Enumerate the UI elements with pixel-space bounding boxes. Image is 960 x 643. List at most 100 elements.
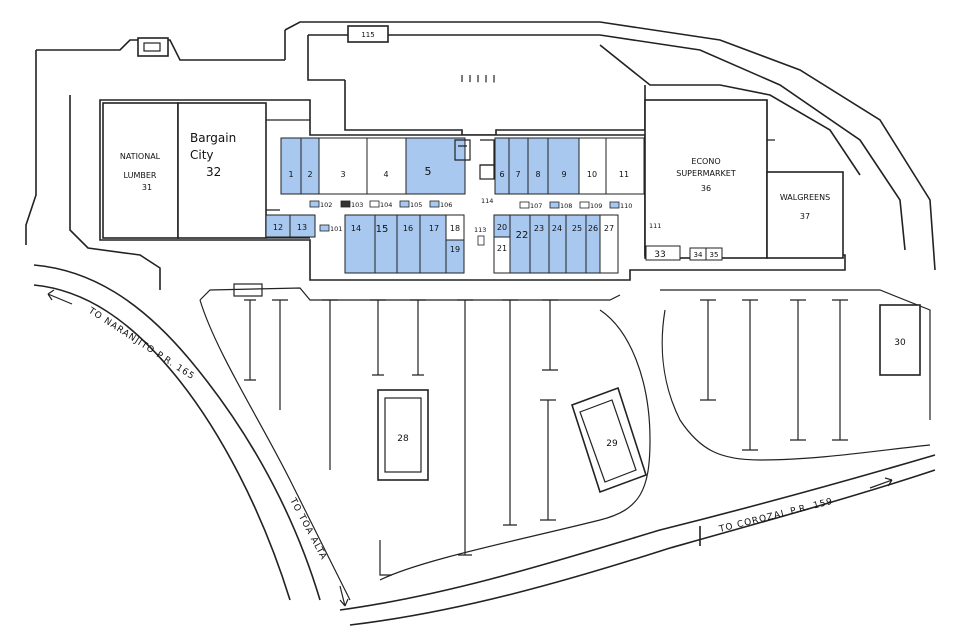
anchor-bargain-city[interactable]: [177, 102, 267, 239]
kiosk-109[interactable]: [579, 201, 590, 209]
parking-dividers: [244, 299, 848, 576]
arrow-toa-alta-icon: [339, 585, 349, 607]
walgreens-label: WALGREENS: [780, 193, 830, 202]
pad-28-label: 28: [397, 434, 409, 444]
store-unit-1[interactable]: [280, 137, 302, 195]
road-labels: TO NARANJITO P.R. 165 TO TOA ALTA TO COR…: [47, 289, 893, 607]
national-lumber-label-1: NATIONAL: [120, 152, 161, 161]
kiosk-107[interactable]: [519, 201, 530, 209]
corridor-kiosks: 102 103 104 105 106 107 108 109 110 101 …: [309, 197, 661, 246]
store-unit-19[interactable]: [445, 239, 465, 274]
kiosk-102[interactable]: [309, 200, 320, 208]
store-unit-34-label: 34: [694, 251, 703, 259]
road-label-corozal: TO COROZAL P.R. 159: [717, 497, 834, 535]
kiosk-106[interactable]: [429, 200, 440, 208]
store-unit-33-label: 33: [654, 250, 665, 260]
kiosk-113[interactable]: [477, 235, 485, 246]
store-unit-22[interactable]: [509, 214, 531, 274]
kiosk-110[interactable]: [609, 201, 620, 209]
kiosk-105[interactable]: [399, 200, 410, 208]
store-row-south: 12 13 14 15 16 17 18 19 20 21 22 23 24 2…: [265, 214, 723, 274]
store-unit-9-label: 9: [561, 170, 566, 179]
store-unit-15-label: 15: [376, 224, 389, 235]
store-unit-4-label: 4: [383, 170, 388, 179]
kiosk-104[interactable]: [369, 200, 380, 208]
econo-label-1: ECONO: [691, 157, 720, 166]
kiosk-109-label: 109: [590, 202, 602, 210]
store-unit-26-label: 26: [588, 224, 598, 233]
arrow-corozal-icon: [869, 477, 893, 489]
store-unit-21[interactable]: [493, 236, 511, 274]
store-unit-3[interactable]: [318, 137, 368, 195]
store-unit-14-label: 14: [351, 224, 361, 233]
store-unit-4[interactable]: [366, 137, 407, 195]
store-unit-23-label: 23: [534, 224, 544, 233]
store-unit-11[interactable]: [605, 137, 645, 195]
kiosk-114-label: 114: [481, 197, 493, 205]
walgreens-number: 37: [800, 212, 810, 221]
kiosk-107-label: 107: [530, 202, 542, 210]
bargain-city-label-2: City: [190, 148, 214, 162]
national-lumber-label-2: LUMBER: [124, 171, 157, 180]
store-unit-17-label: 17: [429, 224, 439, 233]
kiosk-111-label: 111: [649, 222, 661, 230]
bargain-city-label-1: Bargain: [190, 131, 236, 145]
store-unit-22-label: 22: [516, 230, 529, 241]
kiosk-103[interactable]: [340, 200, 351, 208]
kiosk-105-label: 105: [410, 201, 422, 209]
store-unit-7[interactable]: [508, 137, 529, 195]
kiosk-113-label: 113: [474, 226, 486, 234]
store-unit-11-label: 11: [619, 170, 629, 179]
store-unit-16-label: 16: [403, 224, 413, 233]
store-unit-6[interactable]: [494, 137, 510, 195]
store-unit-13[interactable]: [289, 214, 316, 238]
kiosk-115-label: 115: [361, 31, 374, 39]
kiosk-102-label: 102: [320, 201, 332, 209]
store-unit-1-label: 1: [288, 170, 293, 179]
store-unit-9[interactable]: [547, 137, 580, 195]
store-unit-35-label: 35: [710, 251, 719, 259]
store-unit-2[interactable]: [300, 137, 320, 195]
store-unit-24-label: 24: [552, 224, 562, 233]
kiosk-108-label: 108: [560, 202, 572, 210]
anchor-econo-supermarket[interactable]: [644, 99, 768, 259]
store-unit-5-label: 5: [425, 165, 432, 178]
econo-number: 36: [701, 184, 711, 193]
kiosk-115[interactable]: [347, 25, 389, 43]
national-lumber-number: 31: [142, 183, 152, 192]
bargain-city-number: 32: [206, 165, 221, 179]
pad-29-label: 29: [606, 439, 618, 449]
store-unit-27[interactable]: [599, 214, 619, 274]
econo-label-2: SUPERMARKET: [676, 169, 736, 178]
outparcel-pads: 28 29 30: [377, 304, 921, 494]
anchor-walgreens[interactable]: [766, 171, 844, 259]
store-unit-8[interactable]: [527, 137, 549, 195]
store-unit-10[interactable]: [578, 137, 607, 195]
kiosk-104-label: 104: [380, 201, 392, 209]
store-unit-8-label: 8: [535, 170, 540, 179]
kiosk-101[interactable]: [319, 224, 330, 232]
road-label-toa-alta: TO TOA ALTA: [287, 496, 329, 562]
kiosk-106-label: 106: [440, 201, 452, 209]
store-unit-25-label: 25: [572, 224, 582, 233]
store-unit-33[interactable]: [645, 245, 681, 261]
store-unit-14[interactable]: [344, 214, 376, 274]
pad-28[interactable]: [377, 389, 429, 481]
pad-30[interactable]: [879, 304, 921, 376]
arrow-naranjito-icon: [47, 289, 73, 305]
store-row-north: 1 2 3 4 5 6 7 8 9 10 11: [280, 137, 645, 195]
store-unit-35[interactable]: [705, 247, 723, 261]
store-unit-5[interactable]: [405, 137, 466, 195]
store-unit-7-label: 7: [515, 170, 520, 179]
kiosk-108[interactable]: [549, 201, 560, 209]
store-unit-10-label: 10: [587, 170, 597, 179]
store-unit-18-label: 18: [450, 224, 460, 233]
store-unit-13-label: 13: [297, 223, 307, 232]
store-unit-6-label: 6: [499, 170, 504, 179]
pad-30-label: 30: [894, 338, 906, 348]
store-unit-20-label: 20: [497, 223, 507, 232]
store-unit-12-label: 12: [273, 223, 283, 232]
store-unit-21-label: 21: [497, 244, 507, 253]
pad-29[interactable]: [571, 386, 647, 494]
